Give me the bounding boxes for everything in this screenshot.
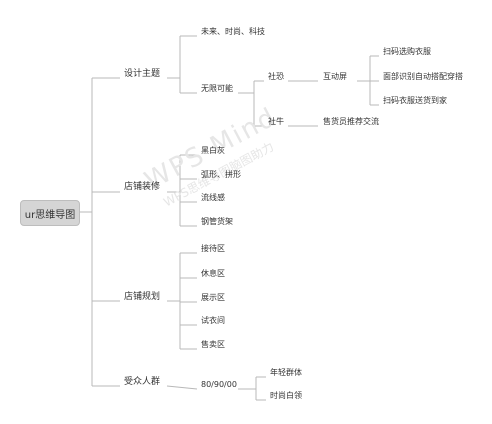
root-node[interactable]: ur思维导图 (20, 200, 80, 226)
node-clerk-recommend[interactable]: 售货员推荐交流 (323, 117, 379, 126)
node-social-anxious[interactable]: 社恐 (268, 72, 284, 81)
node-social-outgoing[interactable]: 社牛 (268, 117, 284, 126)
node-future-fashion-tech[interactable]: 未来、时尚、科技 (201, 27, 265, 36)
node-bw-gray[interactable]: 黑白灰 (201, 146, 225, 155)
node-steel-shelf[interactable]: 钢管货架 (201, 217, 233, 226)
node-reception[interactable]: 接待区 (201, 244, 225, 253)
node-display-area[interactable]: 展示区 (201, 293, 225, 302)
node-interactive-screen[interactable]: 互动屏 (323, 72, 347, 81)
node-young-group[interactable]: 年轻群体 (270, 368, 302, 377)
node-scan-buy[interactable]: 扫码选购衣服 (383, 47, 431, 56)
node-store-decoration[interactable]: 店铺装修 (124, 182, 161, 192)
node-arc-shape[interactable]: 弧形、拼形 (201, 170, 241, 179)
node-sales-area[interactable]: 售卖区 (201, 340, 225, 349)
node-store-planning[interactable]: 店铺规划 (124, 292, 161, 302)
node-design-theme[interactable]: 设计主题 (124, 69, 161, 79)
node-face-match[interactable]: 面部识别自动搭配穿搭 (383, 72, 463, 81)
connector-line (166, 385, 198, 390)
node-age-groups[interactable]: 80/90/00 (201, 380, 237, 389)
node-scan-deliver[interactable]: 扫码衣服送货到家 (383, 96, 447, 105)
node-fashion-white-collar[interactable]: 时尚白领 (270, 391, 302, 400)
node-streamline[interactable]: 流线感 (201, 193, 225, 202)
node-rest-area[interactable]: 休息区 (201, 269, 225, 278)
node-infinite-possibility[interactable]: 无限可能 (201, 84, 233, 93)
node-fitting-room[interactable]: 试衣间 (201, 316, 225, 325)
node-audience[interactable]: 受众人群 (124, 377, 161, 387)
